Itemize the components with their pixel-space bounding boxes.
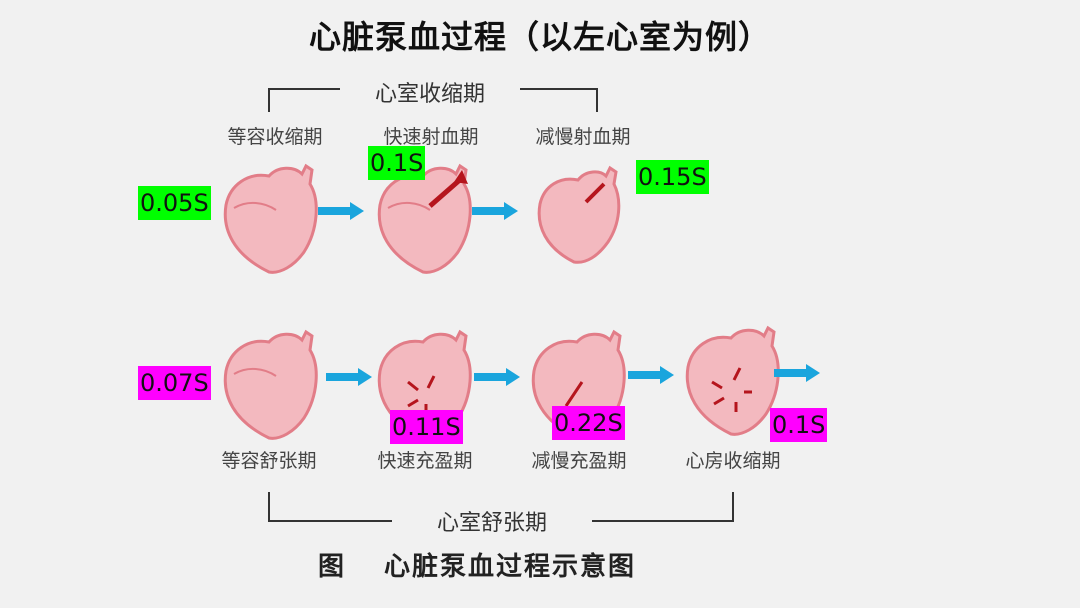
phase-label-isovolumetric-contraction: 等容收缩期	[227, 126, 323, 148]
step-arrow-icon	[474, 368, 520, 386]
step-arrow-icon	[472, 202, 518, 220]
blood-flow-arrow-icon	[428, 176, 464, 208]
heart-icon	[223, 163, 318, 274]
duration-reduced-ejection: 0.15S	[636, 160, 709, 194]
blood-flow-arrow-icon	[407, 375, 436, 414]
heart-icon	[685, 325, 780, 436]
figure-caption: 图 心脏泵血过程示意图	[318, 546, 636, 583]
caption-prefix: 图	[318, 552, 347, 582]
phase-label-isovolumetric-relaxation: 等容舒张期	[221, 450, 317, 472]
phase-label-reduced-ejection: 减慢射血期	[535, 126, 631, 148]
duration-reduced-filling: 0.22S	[552, 406, 625, 440]
heart-icon	[537, 165, 621, 264]
heart-icon	[377, 163, 472, 274]
diastole-label: 心室舒张期	[392, 505, 592, 537]
heart-icon	[223, 329, 318, 440]
phase-label-atrial-systole: 心房收缩期	[685, 450, 781, 472]
caption-text: 心脏泵血过程示意图	[384, 552, 637, 582]
duration-rapid-filling: 0.11S	[390, 410, 463, 444]
duration-isovolumetric-relaxation: 0.07S	[138, 366, 211, 400]
diagram-title: 心脏泵血过程（以左心室为例）	[308, 18, 771, 56]
blood-flow-arrow-icon	[584, 182, 606, 204]
blood-flow-arrow-icon	[711, 367, 752, 412]
duration-isovolumetric-contraction: 0.05S	[138, 186, 211, 220]
systole-label: 心室收缩期	[340, 76, 520, 108]
step-arrow-icon	[628, 366, 674, 384]
phase-label-rapid-ejection: 快速射血期	[383, 126, 479, 148]
phase-label-rapid-filling: 快速充盈期	[377, 450, 473, 472]
phase-label-reduced-filling: 减慢充盈期	[531, 450, 627, 472]
step-arrow-icon	[774, 364, 820, 382]
step-arrow-icon	[318, 202, 364, 220]
duration-rapid-ejection: 0.1S	[368, 146, 426, 180]
duration-atrial-systole: 0.1S	[770, 408, 828, 442]
step-arrow-icon	[326, 368, 372, 386]
blood-flow-arrow-icon	[564, 381, 584, 407]
